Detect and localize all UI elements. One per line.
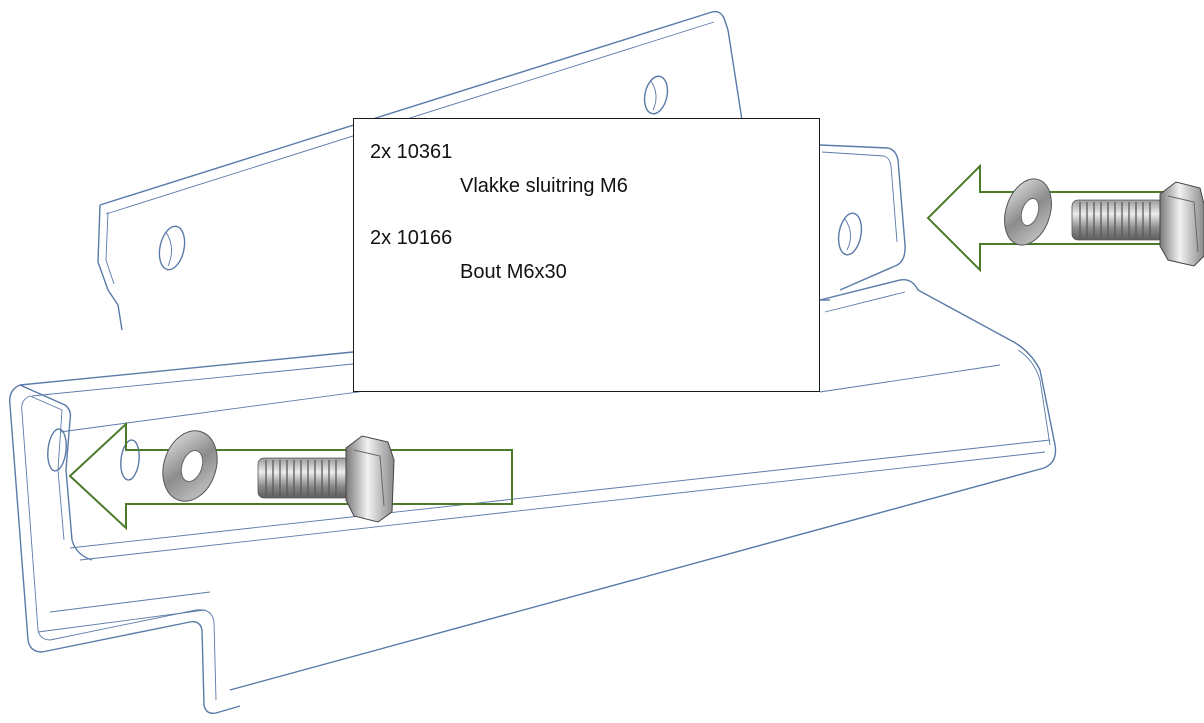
channel-profile xyxy=(9,384,241,715)
back-hole-right xyxy=(643,75,669,115)
channel-hole-left xyxy=(47,428,67,472)
parts-list-box: 2x 10361 Vlakke sluitring M6 2x 10166 Bo… xyxy=(353,118,820,392)
back-plate xyxy=(99,10,743,206)
flange-hole xyxy=(837,212,863,256)
bolt-icon xyxy=(257,435,395,523)
part-1-description: Vlakke sluitring M6 xyxy=(460,175,628,197)
channel-top-edge xyxy=(19,351,354,386)
insert-arrow-icon xyxy=(926,163,1189,273)
channel-hole-mid xyxy=(120,439,140,481)
bolt-icon xyxy=(1071,181,1204,267)
part-1-qty-code: 2x 10361 xyxy=(370,141,453,163)
part-2-qty-code: 2x 10166 xyxy=(370,227,453,249)
back-hole-left xyxy=(158,225,186,271)
part-2-description: Bout M6x30 xyxy=(460,261,567,283)
lower-fastener-group xyxy=(68,421,513,531)
washer-icon xyxy=(162,430,218,502)
right-fastener-group xyxy=(926,163,1204,273)
insert-arrow-icon xyxy=(68,421,513,531)
washer-icon xyxy=(1004,178,1052,246)
front-flange xyxy=(819,144,906,291)
